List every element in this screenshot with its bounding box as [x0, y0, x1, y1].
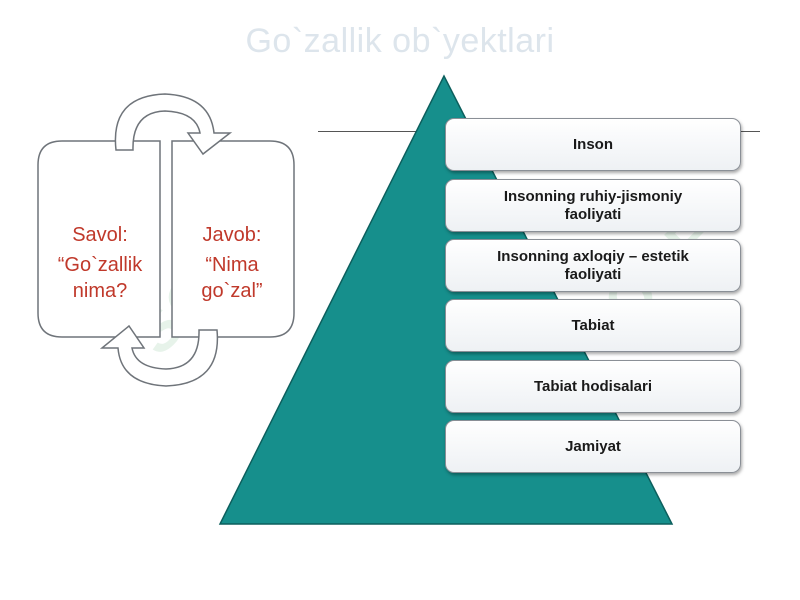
pyramid-item-jamiyat: Jamiyat — [445, 420, 741, 473]
question-text: Savol: “Go`zallik nima? — [40, 222, 160, 304]
question-box — [37, 140, 161, 338]
cycle-arrow-top-icon — [114, 93, 233, 156]
pyramid-item-label: faoliyati — [564, 205, 622, 223]
question-label: Savol: — [72, 224, 128, 246]
pyramid-item-label: Insonning axloqiy – estetik — [497, 247, 689, 265]
pyramid-item-label: Jamiyat — [565, 437, 621, 455]
pyramid-item-axloqiy-estetik: Insonning axloqiy – estetik faoliyati — [445, 239, 741, 292]
answer-line: “Nima — [205, 254, 259, 276]
answer-label: Javob: — [202, 224, 262, 246]
pyramid-item-label: Inson — [573, 135, 613, 153]
page-title: Go`zallik ob`yektlari — [245, 22, 555, 60]
answer-box — [171, 140, 295, 338]
pyramid-item-tabiat-hodisalari: Tabiat hodisalari — [445, 360, 741, 413]
pyramid-item-label: Tabiat — [571, 316, 615, 334]
question-line: “Go`zallik — [57, 254, 143, 276]
question-line: nima? — [72, 280, 128, 302]
pyramid-item-inson: Inson — [445, 118, 741, 171]
pyramid-item-label: Tabiat hodisalari — [533, 377, 653, 395]
answer-text: Javob: “Nima go`zal” — [172, 222, 292, 304]
pyramid-item-label: faoliyati — [564, 265, 622, 283]
answer-line: go`zal” — [201, 280, 263, 302]
cycle-arrow-bottom-icon — [99, 324, 219, 387]
pyramid-item-label: Insonning ruhiy-jismoniy — [503, 187, 683, 205]
pyramid-item-ruhiy-jismoniy: Insonning ruhiy-jismoniy faoliyati — [445, 179, 741, 232]
pyramid-item-tabiat: Tabiat — [445, 299, 741, 352]
